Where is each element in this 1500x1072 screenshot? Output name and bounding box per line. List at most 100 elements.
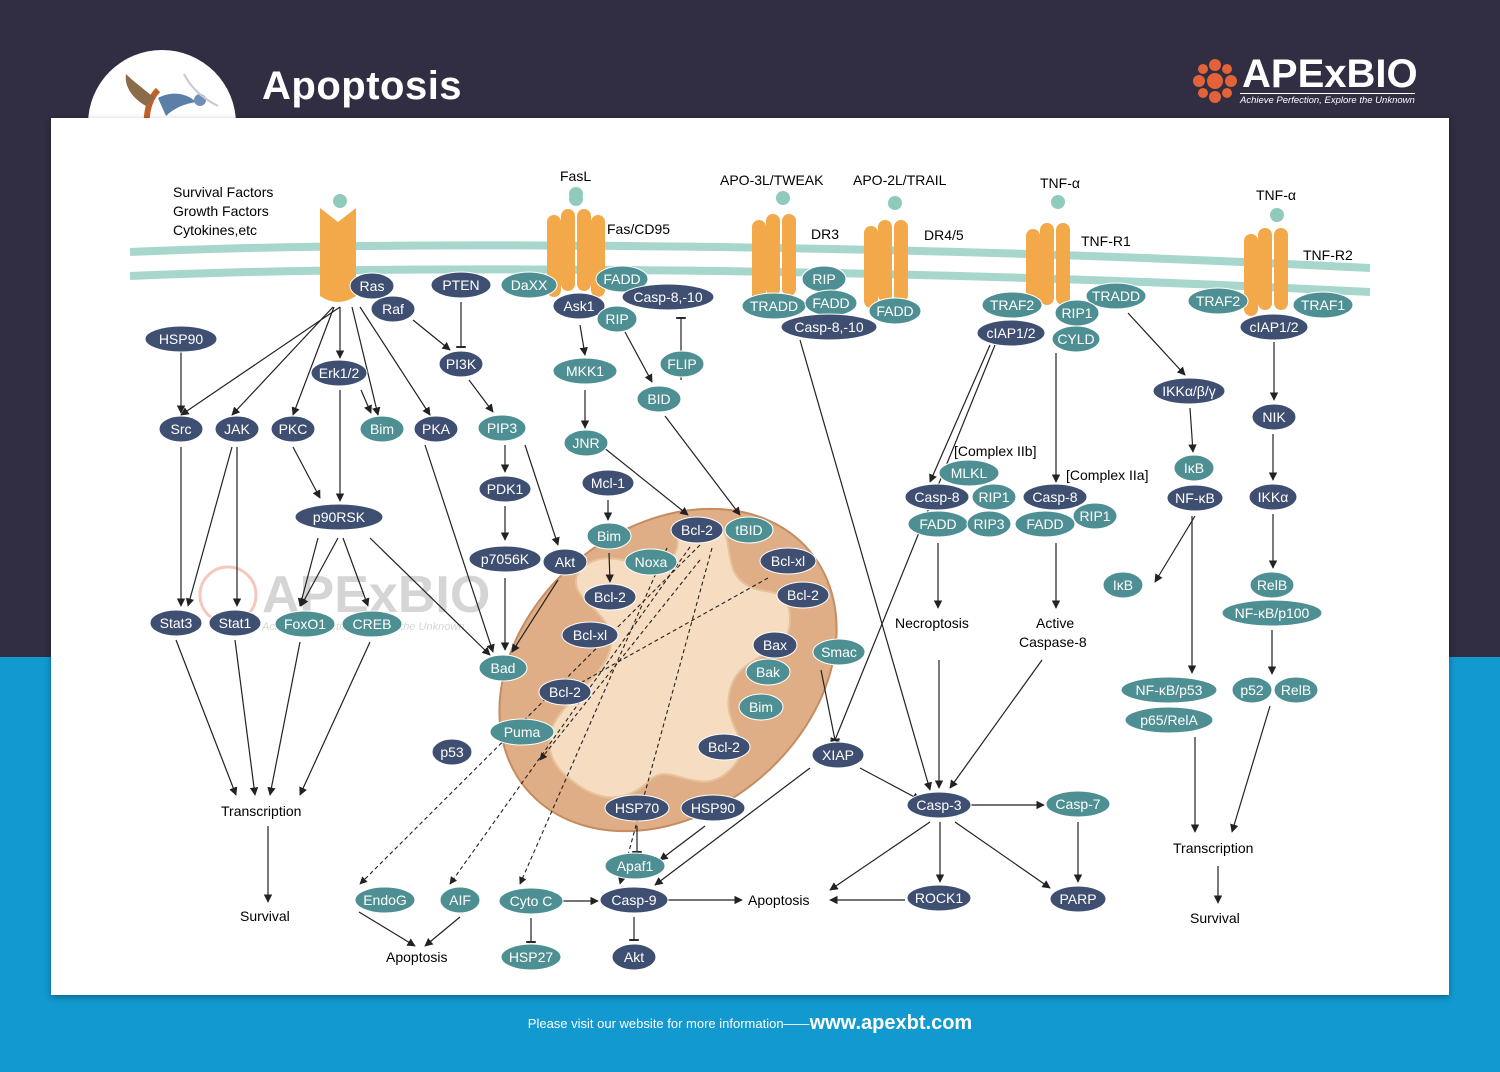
node-label: XIAP <box>822 747 854 763</box>
node-shape <box>811 741 865 769</box>
node-aif: AIF <box>439 886 481 914</box>
node-label: IKKα <box>1258 489 1289 505</box>
activation-edge <box>359 306 431 416</box>
brand-tagline: Achieve Perfection, Explore the Unknown <box>1240 93 1415 106</box>
node-shape <box>1166 484 1224 512</box>
footer-text: Please visit our website for more inform… <box>527 1016 810 1031</box>
node-label: FoxO1 <box>284 616 326 632</box>
pathway-edges <box>175 302 1279 947</box>
receptor-tnfr1: TNF-R1 <box>1081 233 1131 249</box>
node-shape <box>561 621 619 649</box>
node-mlkl: MLKL <box>938 459 1000 487</box>
node-shape <box>1102 571 1144 599</box>
node-shape <box>294 503 384 531</box>
node-shape <box>354 886 416 914</box>
node-shape <box>430 271 492 299</box>
label-apoptosis-center: Apoptosis <box>748 892 809 908</box>
node-label: PIP3 <box>487 420 518 436</box>
activation-edge <box>624 331 653 383</box>
node-stat3: Stat3 <box>149 609 203 637</box>
node-shape <box>413 415 459 443</box>
node-label: FADD <box>603 271 640 287</box>
ligand-tnfa-1: TNF-α <box>1040 175 1080 191</box>
inhibition-edge <box>820 669 840 742</box>
node-label: NF-κB/p100 <box>1235 605 1310 621</box>
node-bcl2-right: Bcl-2 <box>776 581 830 609</box>
node-bax: Bax <box>752 631 798 659</box>
node-shape <box>500 271 558 299</box>
node-label: Ask1 <box>563 298 594 314</box>
label-complex-iib: [Complex IIb] <box>954 443 1036 459</box>
node-shape <box>624 548 678 576</box>
node-shape <box>611 943 657 971</box>
node-bad: Bad <box>478 654 528 682</box>
node-foxo1: FoxO1 <box>274 610 336 638</box>
activation-edge <box>829 821 931 891</box>
node-shape <box>868 297 922 325</box>
node-label: Ras <box>360 278 385 294</box>
node-label: JNR <box>572 435 599 451</box>
dr3-receptor <box>752 191 796 302</box>
node-p53: p53 <box>431 738 473 766</box>
activation-edge <box>424 444 495 653</box>
node-cytoc: Cyto C <box>498 887 564 915</box>
node-apaf1: Apaf1 <box>604 852 666 880</box>
activation-edge <box>234 639 259 796</box>
receptor-fas: Fas/CD95 <box>607 221 670 237</box>
receptor-dr3: DR3 <box>811 226 839 242</box>
node-shape <box>1072 502 1118 530</box>
node-label: Casp-8 <box>1032 489 1077 505</box>
node-nik: NIK <box>1251 403 1297 431</box>
node-ikb-2: IκB <box>1102 571 1144 599</box>
node-label: CYLD <box>1057 331 1094 347</box>
activation-edge <box>267 641 301 796</box>
node-shape <box>563 429 609 457</box>
node-shape <box>596 305 638 333</box>
node-shape <box>370 295 416 323</box>
receptor-dr45: DR4/5 <box>924 227 964 243</box>
node-src: Src <box>158 415 204 443</box>
node-pkc: PKC <box>270 415 316 443</box>
node-label: RIP1 <box>1079 508 1110 524</box>
node-shape <box>478 654 528 682</box>
footer-website-link[interactable]: www.apexbt.com <box>809 1012 973 1034</box>
node-shape <box>1292 291 1354 319</box>
node-raf: Raf <box>370 295 416 323</box>
node-label: Casp-8,-10 <box>794 319 863 335</box>
label-active: Active <box>1036 615 1074 631</box>
node-shape <box>158 415 204 443</box>
node-xiap: XIAP <box>811 741 865 769</box>
activation-edge <box>579 324 588 356</box>
node-label: Bcl-2 <box>708 739 740 755</box>
node-shape <box>1231 676 1273 704</box>
node-label: Smac <box>821 644 857 660</box>
activation-edge <box>1188 407 1197 453</box>
node-shape <box>583 583 637 611</box>
node-label: HSP27 <box>509 949 554 965</box>
node-shape <box>1120 676 1218 704</box>
node-hsp90-bottom: HSP90 <box>680 794 746 822</box>
node-label: IκB <box>1113 577 1133 593</box>
node-label: FADD <box>876 303 913 319</box>
process-labels: [Complex IIb] [Complex IIa] Necroptosis … <box>221 443 1253 965</box>
node-hsp90-top: HSP90 <box>144 325 218 353</box>
node-bcl2-top: Bcl-2 <box>670 516 724 544</box>
node-stat1: Stat1 <box>208 609 262 637</box>
node-shape <box>1014 510 1076 538</box>
node-shape <box>659 350 705 378</box>
node-label: p65/RelA <box>1140 712 1198 728</box>
node-traf2-r1: TRAF2 <box>981 291 1043 319</box>
activation-edge <box>664 415 741 516</box>
label-apoptosis-left: Apoptosis <box>386 949 447 965</box>
activation-edge <box>511 579 559 653</box>
node-shape <box>966 510 1012 538</box>
node-shape <box>981 291 1043 319</box>
node-jak: JAK <box>214 415 260 443</box>
node-label: IκB <box>1184 460 1204 476</box>
node-shape <box>552 292 606 320</box>
translocation-edge <box>539 559 701 761</box>
node-label: RIP <box>605 311 628 327</box>
node-shape <box>468 545 542 573</box>
node-label: HSP70 <box>615 800 660 816</box>
node-label: Bcl-2 <box>549 684 581 700</box>
